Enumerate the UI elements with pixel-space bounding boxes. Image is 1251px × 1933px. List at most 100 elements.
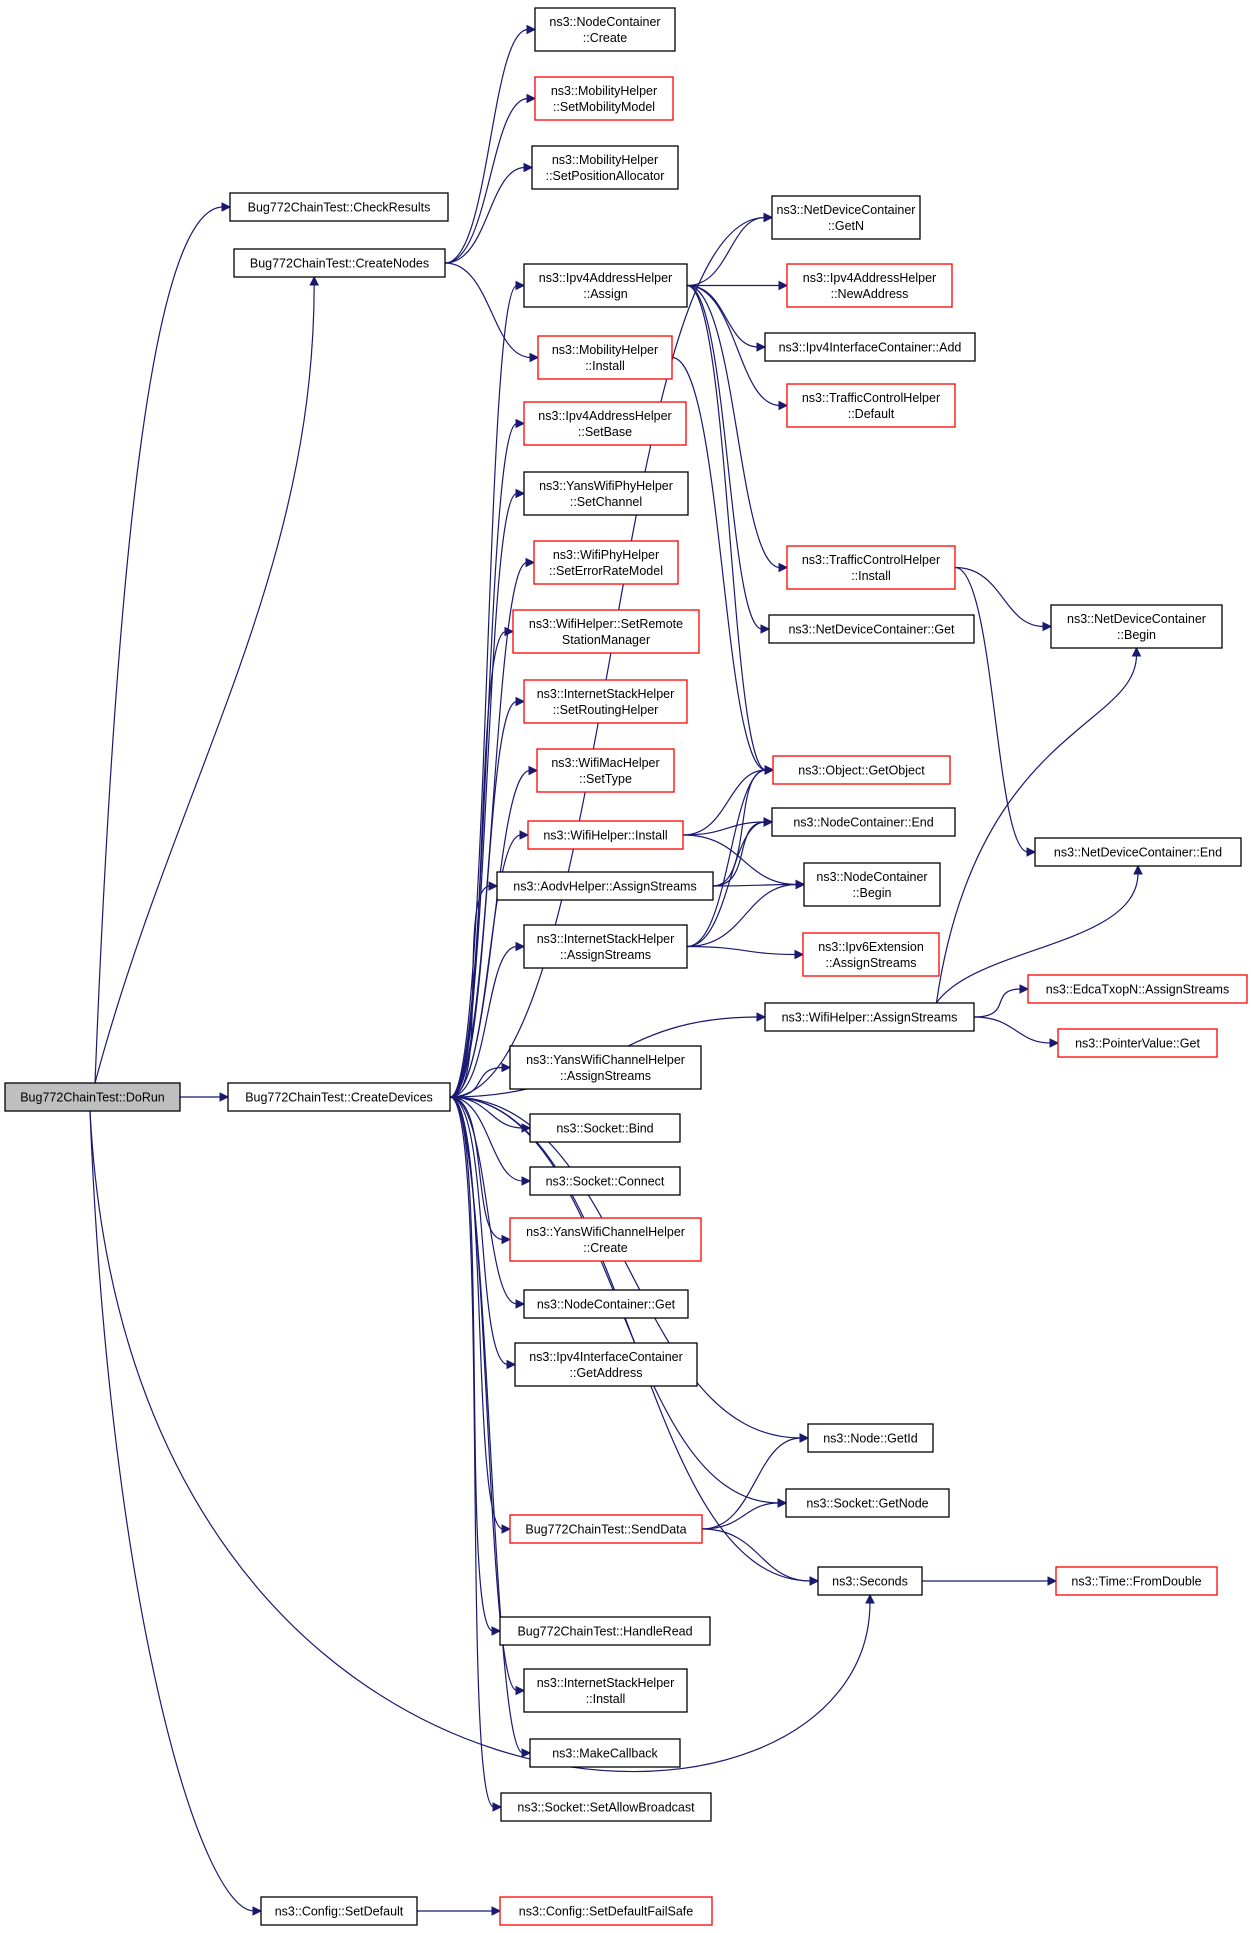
- node-label: ns3::InternetStackHelper: [537, 1676, 675, 1690]
- call-edge: [686, 883, 798, 948]
- node-box: [772, 755, 951, 785]
- node-makecallback[interactable]: ns3::MakeCallback: [529, 1738, 681, 1768]
- node-seconds[interactable]: ns3::Seconds: [817, 1566, 923, 1596]
- call-edge: [444, 262, 532, 359]
- arrow-head: [1133, 864, 1143, 875]
- node-box: [499, 1896, 713, 1926]
- node-label: ns3::PointerValue::Get: [1075, 1037, 1200, 1051]
- node-label: ns3::Config::SetDefault: [275, 1905, 404, 1919]
- node-inetinstall[interactable]: ns3::InternetStackHelper::Install: [523, 1668, 688, 1713]
- node-label: ns3::WifiHelper::AssignStreams: [782, 1011, 958, 1025]
- node-checkresults[interactable]: Bug772ChainTest::CheckResults: [229, 192, 449, 222]
- node-label: ns3::Socket::Bind: [556, 1122, 653, 1136]
- node-socketgetnode[interactable]: ns3::Socket::GetNode: [785, 1488, 950, 1518]
- arrow-head: [523, 162, 534, 173]
- node-wifiassign[interactable]: ns3::WifiHelper::AssignStreams: [764, 1002, 975, 1032]
- node-objectgetobject[interactable]: ns3::Object::GetObject: [772, 755, 951, 785]
- call-edge: [686, 216, 766, 287]
- arrow-head: [501, 1234, 512, 1245]
- call-edge: [973, 1016, 1052, 1044]
- node-label: Bug772ChainTest::HandleRead: [517, 1625, 692, 1639]
- node-nccreate[interactable]: ns3::NodeContainer::Create: [534, 7, 676, 52]
- node-senddata[interactable]: Bug772ChainTest::SendData: [509, 1514, 703, 1544]
- arrow-head: [521, 1176, 532, 1186]
- node-ipv4newaddress[interactable]: ns3::Ipv4AddressHelper::NewAddress: [786, 263, 953, 308]
- node-wifimacsettype[interactable]: ns3::WifiMacHelper::SetType: [536, 748, 675, 793]
- node-ndcbegin[interactable]: ns3::NetDeviceContainer::Begin: [1050, 604, 1223, 649]
- call-edge: [682, 834, 798, 886]
- arrow-head: [491, 1906, 502, 1916]
- node-ipv6extassign[interactable]: ns3::Ipv6Extension::AssignStreams: [802, 932, 940, 977]
- node-ndcend[interactable]: ns3::NetDeviceContainer::End: [1034, 837, 1242, 867]
- node-createdevices[interactable]: Bug772ChainTest::CreateDevices: [227, 1082, 451, 1112]
- node-label: ns3::NetDeviceContainer::Get: [788, 623, 955, 637]
- node-ipv4icgetaddress[interactable]: ns3::Ipv4InterfaceContainer::GetAddress: [514, 1342, 698, 1387]
- node-handleread[interactable]: Bug772ChainTest::HandleRead: [499, 1616, 711, 1646]
- node-ipv4assign[interactable]: ns3::Ipv4AddressHelper::Assign: [523, 263, 688, 308]
- node-label: ::AssignStreams: [560, 948, 651, 962]
- arrow-head: [865, 1593, 875, 1604]
- node-box: [523, 1289, 689, 1319]
- node-ncget[interactable]: ns3::NodeContainer::Get: [523, 1289, 689, 1319]
- call-edge: [449, 1096, 509, 1366]
- arrow-head: [528, 765, 539, 776]
- call-edge: [686, 284, 781, 569]
- node-box: [1034, 837, 1242, 867]
- call-edge: [89, 1110, 255, 1912]
- call-edge: [449, 1096, 524, 1754]
- node-yanschassign[interactable]: ns3::YansWifiChannelHelper::AssignStream…: [509, 1045, 702, 1090]
- node-dorun[interactable]: Bug772ChainTest::DoRun: [4, 1082, 181, 1112]
- node-box: [1050, 604, 1223, 649]
- node-yanschcreate[interactable]: ns3::YansWifiChannelHelper::Create: [509, 1217, 702, 1262]
- node-wifiinstall[interactable]: ns3::WifiHelper::Install: [527, 820, 684, 850]
- node-label: ::SetBase: [578, 425, 632, 439]
- call-edge: [449, 885, 491, 1098]
- node-yanssetchannel[interactable]: ns3::YansWifiPhyHelper::SetChannel: [523, 471, 689, 516]
- node-box: [764, 1002, 975, 1032]
- call-edge: [686, 769, 767, 948]
- node-label: ns3::InternetStackHelper: [537, 687, 675, 701]
- node-mhsetmobilitymodel[interactable]: ns3::MobilityHelper::SetMobilityModel: [534, 76, 674, 121]
- node-label: ns3::Ipv4InterfaceContainer: [529, 1350, 683, 1364]
- node-label: ::AssignStreams: [560, 1069, 651, 1083]
- node-label: ns3::Config::SetDefaultFailSafe: [519, 1905, 693, 1919]
- node-ipv4icadd[interactable]: ns3::Ipv4InterfaceContainer::Add: [764, 332, 976, 362]
- node-label: ns3::InternetStackHelper: [537, 932, 675, 946]
- node-label: ::Assign: [583, 287, 628, 301]
- node-box: [523, 401, 687, 446]
- node-configsetdefault[interactable]: ns3::Config::SetDefault: [260, 1896, 418, 1926]
- node-socketconnect[interactable]: ns3::Socket::Connect: [529, 1166, 681, 1196]
- node-nodegetid[interactable]: ns3::Node::GetId: [807, 1423, 934, 1453]
- node-box: [233, 248, 446, 278]
- node-inetsetrouting[interactable]: ns3::InternetStackHelper::SetRoutingHelp…: [523, 679, 688, 724]
- node-ndcget[interactable]: ns3::NetDeviceContainer::Get: [768, 614, 975, 644]
- node-timefromdouble[interactable]: ns3::Time::FromDouble: [1055, 1566, 1218, 1596]
- node-edcaassign[interactable]: ns3::EdcaTxopN::AssignStreams: [1027, 974, 1248, 1004]
- node-aodvassign[interactable]: ns3::AodvHelper::AssignStreams: [496, 871, 714, 901]
- node-ipv4setbase[interactable]: ns3::Ipv4AddressHelper::SetBase: [523, 401, 687, 446]
- node-wifiphyseterror[interactable]: ns3::WifiPhyHelper::SetErrorRateModel: [533, 540, 679, 585]
- node-box: [534, 7, 676, 52]
- node-tchinstall[interactable]: ns3::TrafficControlHelper::Install: [786, 545, 956, 590]
- node-mhinstall[interactable]: ns3::MobilityHelper::Install: [537, 335, 673, 380]
- node-inetassign[interactable]: ns3::InternetStackHelper::AssignStreams: [523, 924, 688, 969]
- node-tchdefault[interactable]: ns3::TrafficControlHelper::Default: [786, 383, 956, 428]
- node-ncend[interactable]: ns3::NodeContainer::End: [771, 807, 956, 837]
- node-label: ns3::Time::FromDouble: [1071, 1575, 1201, 1589]
- node-createnodes[interactable]: Bug772ChainTest::CreateNodes: [233, 248, 446, 278]
- call-edge: [89, 1110, 871, 1773]
- arrow-head: [515, 1685, 526, 1696]
- node-mhsetpositionallocator[interactable]: ns3::MobilityHelper::SetPositionAllocato…: [531, 145, 679, 190]
- node-label: ns3::WifiHelper::Install: [543, 829, 667, 843]
- call-edge: [94, 206, 224, 1084]
- node-configsetdefaultfailsafe[interactable]: ns3::Config::SetDefaultFailSafe: [499, 1896, 713, 1926]
- node-ncbegin[interactable]: ns3::NodeContainer::Begin: [803, 862, 941, 907]
- node-pointervalueget[interactable]: ns3::PointerValue::Get: [1057, 1028, 1218, 1058]
- node-label: ::Install: [585, 359, 625, 373]
- arrow-head: [504, 626, 515, 637]
- node-socketsetallowbroadcast[interactable]: ns3::Socket::SetAllowBroadcast: [500, 1792, 712, 1822]
- node-socketbind[interactable]: ns3::Socket::Bind: [529, 1113, 681, 1143]
- node-ndcgetn[interactable]: ns3::NetDeviceContainer::GetN: [771, 195, 921, 240]
- node-label: ns3::TrafficControlHelper: [802, 391, 940, 405]
